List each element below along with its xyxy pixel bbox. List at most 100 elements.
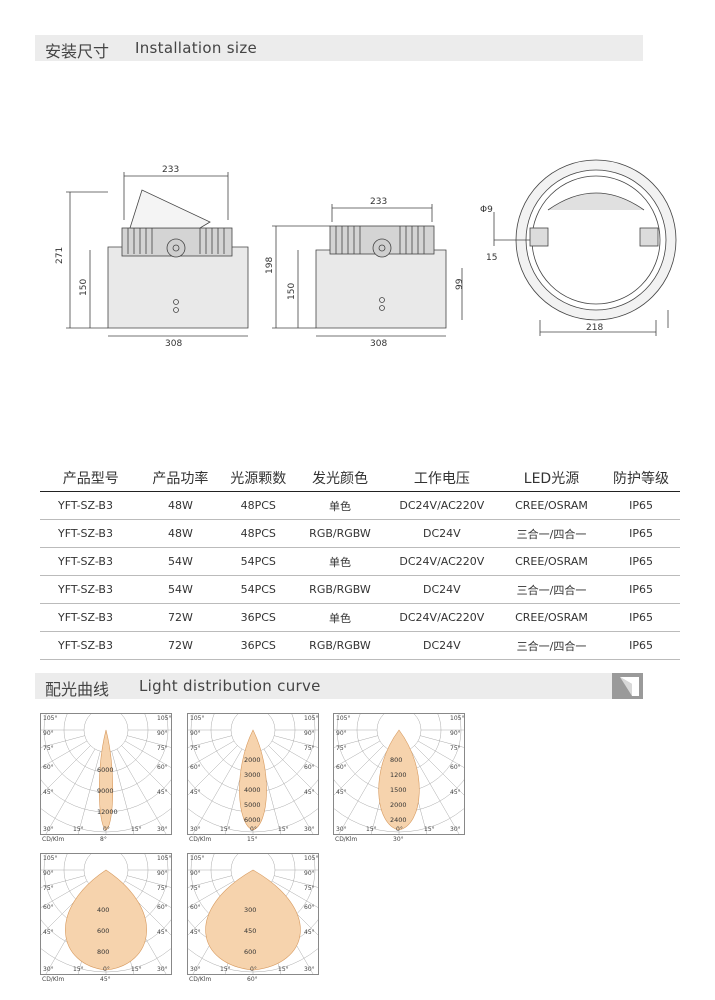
- spec-header-row: 产品型号 产品功率 光源颗数 发光颜色 工作电压 LED光源 防护等级: [40, 465, 680, 492]
- cell-power: 54W: [141, 547, 220, 576]
- angle-label: 75°: [304, 745, 315, 752]
- angle-label: 90°: [450, 730, 461, 737]
- angle-label: 30°: [43, 966, 54, 973]
- ring-value: 450: [244, 927, 256, 935]
- side-body-height: 150: [79, 279, 89, 296]
- angle-label: 90°: [304, 870, 315, 877]
- corner-logo-icon: [612, 673, 643, 699]
- angle-label: 30°: [336, 826, 347, 833]
- cell-model: YFT-SZ-B3: [40, 603, 142, 632]
- cell-power: 48W: [141, 491, 220, 520]
- angle-label: 90°: [157, 870, 168, 877]
- angle-label: 105°: [304, 855, 318, 862]
- round-width: 218: [586, 323, 603, 333]
- angle-label: 15°: [424, 826, 435, 833]
- cell-ip-rating: IP65: [602, 575, 680, 604]
- cell-led-count: 54PCS: [219, 547, 298, 576]
- ring-value: 9000: [97, 787, 114, 795]
- angle-label: 0°: [103, 826, 110, 833]
- ring-value: 400: [97, 906, 109, 914]
- side-base-width: 308: [165, 339, 182, 349]
- side-height-total: 271: [55, 247, 65, 264]
- ring-value: 2000: [244, 756, 261, 764]
- angle-label: 0°: [250, 966, 257, 973]
- cell-ip-rating: IP65: [602, 547, 680, 576]
- installation-drawing: 233 271 150 308 233 198 150 308 Φ9 15 99…: [55, 159, 677, 349]
- angle-label: 15°: [278, 826, 289, 833]
- col-header-voltage: 工作电压: [382, 465, 501, 492]
- angle-label: 105°: [190, 855, 204, 862]
- angle-label: 15°: [278, 966, 289, 973]
- angle-label: 60°: [190, 764, 201, 771]
- angle-label: 45°: [43, 789, 54, 796]
- beam-shape: [98, 729, 114, 831]
- angle-label: 90°: [190, 870, 201, 877]
- spec-table: 产品型号 产品功率 光源颗数 发光颜色 工作电压 LED光源 防护等级 YFT-…: [40, 465, 680, 660]
- angle-label: 0°: [250, 826, 257, 833]
- round-view-drawing: [461, 159, 677, 336]
- ring-value: 3000: [244, 771, 261, 779]
- cell-led-count: 36PCS: [219, 603, 298, 632]
- ring-value: 600: [244, 948, 256, 956]
- polar-plot: 105°105°90°90°75°75°60°60°45°45°30°30°15…: [333, 713, 465, 835]
- angle-label: 105°: [336, 715, 350, 722]
- cell-voltage: DC24V/AC220V: [382, 491, 501, 520]
- col-header-ip-rating: 防护等级: [602, 465, 680, 492]
- angle-label: 45°: [157, 929, 168, 936]
- front-base-width: 308: [370, 339, 387, 349]
- cell-voltage: DC24V: [382, 631, 501, 660]
- ring-value: 5000: [244, 801, 261, 809]
- angle-label: 105°: [304, 715, 318, 722]
- angle-label: 15°: [131, 826, 142, 833]
- ring-value: 6000: [97, 766, 114, 774]
- angle-label: 45°: [190, 929, 201, 936]
- angle-label: 75°: [190, 745, 201, 752]
- angle-label: 105°: [450, 715, 464, 722]
- round-offset: 15: [486, 253, 497, 263]
- beam-shape: [205, 869, 301, 971]
- cell-ip-rating: IP65: [602, 519, 680, 548]
- cell-led-source: 三合一/四合一: [500, 575, 603, 604]
- ring-value: 6000: [244, 816, 261, 824]
- light-distribution-title-zh: 配光曲线: [45, 680, 110, 699]
- angle-label: 45°: [43, 929, 54, 936]
- angle-label: 30°: [157, 966, 168, 973]
- installation-size-header: 安装尺寸 Installation size: [35, 35, 643, 61]
- ring-value: 1200: [390, 771, 407, 779]
- ring-value: 4000: [244, 786, 261, 794]
- angle-label: 75°: [43, 745, 54, 752]
- ring-value: 12000: [97, 808, 118, 816]
- cell-voltage: DC24V/AC220V: [382, 603, 501, 632]
- beam-angle-label: 30°: [393, 836, 404, 843]
- cell-color: 单色: [297, 547, 383, 576]
- beam-shape: [239, 729, 267, 831]
- angle-label: 105°: [157, 855, 171, 862]
- cell-led-count: 54PCS: [219, 575, 298, 604]
- angle-label: 105°: [43, 855, 57, 862]
- angle-label: 30°: [190, 826, 201, 833]
- angle-label: 30°: [304, 966, 315, 973]
- angle-label: 75°: [304, 885, 315, 892]
- angle-label: 15°: [73, 826, 84, 833]
- angle-label: 30°: [304, 826, 315, 833]
- side-top-width: 233: [162, 165, 179, 175]
- angle-label: 0°: [396, 826, 403, 833]
- angle-label: 75°: [157, 885, 168, 892]
- cell-color: 单色: [297, 491, 383, 520]
- angle-label: 75°: [190, 885, 201, 892]
- angle-label: 60°: [450, 764, 461, 771]
- angle-label: 60°: [190, 904, 201, 911]
- angle-label: 45°: [190, 789, 201, 796]
- angle-label: 15°: [220, 826, 231, 833]
- angle-label: 90°: [43, 870, 54, 877]
- angle-label: 45°: [450, 789, 461, 796]
- angle-label: 60°: [304, 764, 315, 771]
- cell-model: YFT-SZ-B3: [40, 575, 142, 604]
- cell-model: YFT-SZ-B3: [40, 547, 142, 576]
- angle-label: 60°: [304, 904, 315, 911]
- light-distribution-title-en: Light distribution curve: [139, 677, 321, 695]
- cell-led-count: 48PCS: [219, 491, 298, 520]
